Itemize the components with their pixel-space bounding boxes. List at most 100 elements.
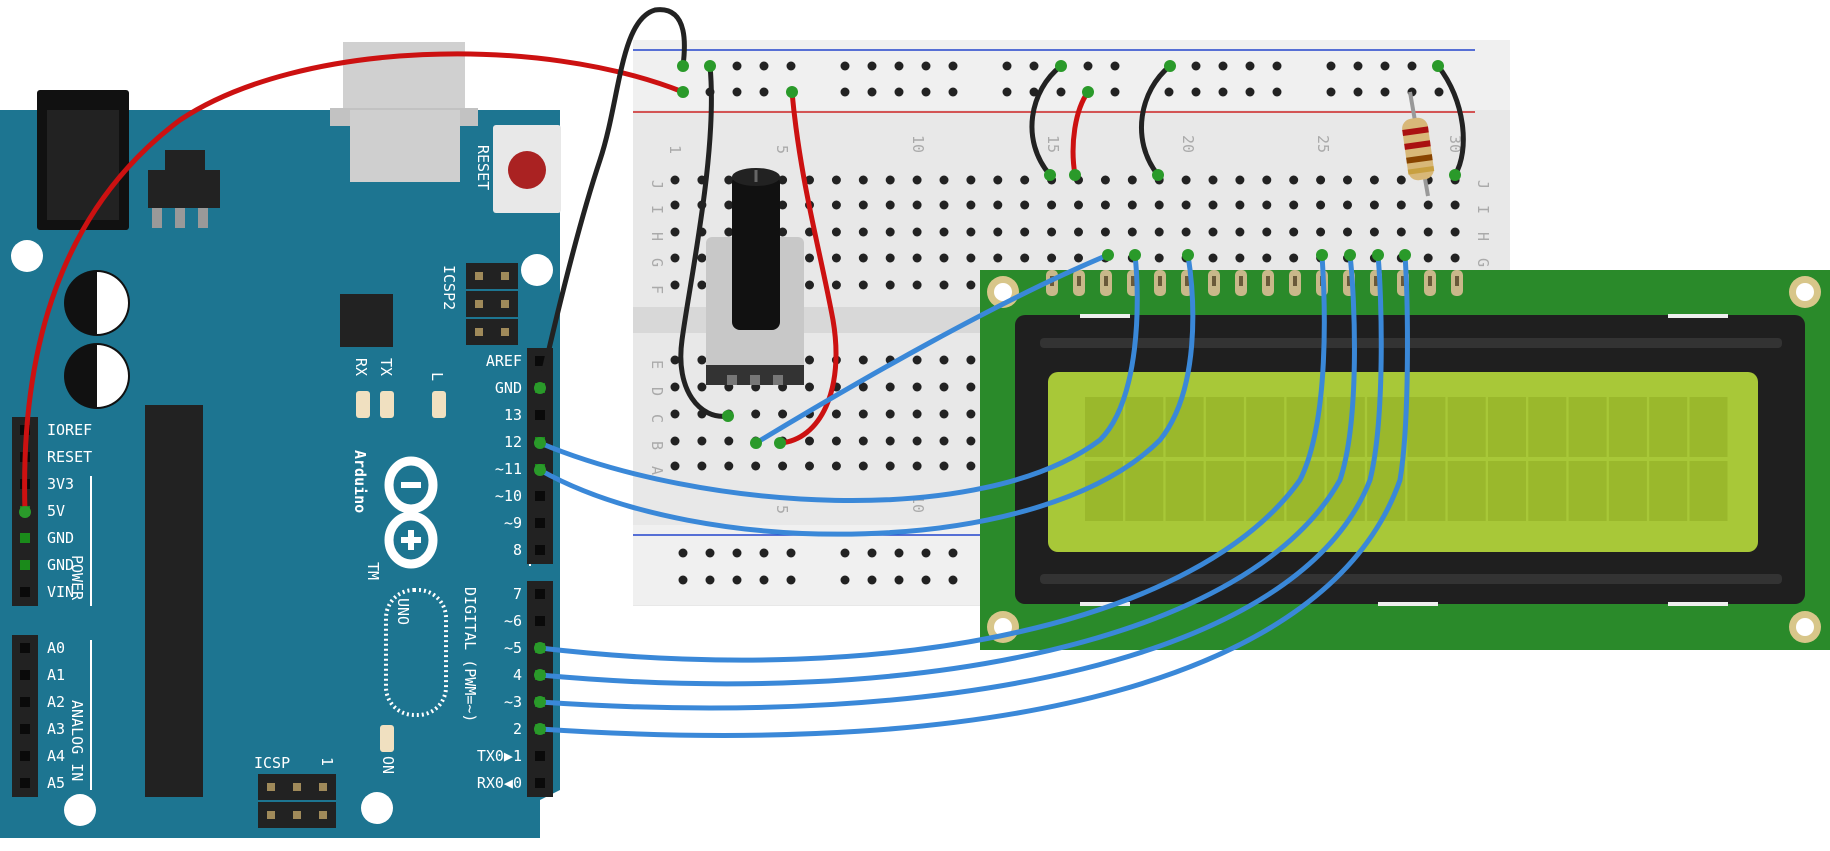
breadboard-hole [885, 253, 895, 263]
wire-pot-ground[interactable] [678, 63, 731, 419]
digital-header-pin-label: 8 [513, 541, 522, 559]
breadboard-hole [912, 409, 922, 419]
wire-lcd-ground[interactable] [1029, 63, 1064, 178]
lcd-pin-slot [1158, 276, 1162, 286]
digital-header-pin[interactable] [535, 616, 545, 626]
reset-label: RESET [474, 145, 492, 190]
breadboard-hole [1316, 175, 1326, 185]
reset-button[interactable] [508, 151, 546, 189]
wire-endpoint [786, 86, 798, 98]
digital-header-pin[interactable] [535, 518, 545, 528]
model-label: UNO [394, 598, 412, 625]
lcd-pin-slot [1347, 276, 1351, 286]
analog-header-housing [12, 635, 38, 797]
breadboard-hole [1369, 227, 1379, 237]
wire-power-5v[interactable] [22, 51, 686, 515]
wire-lcd-rw-ground[interactable] [1138, 63, 1173, 178]
row-label-h: H [648, 232, 666, 241]
digital-header-pin[interactable] [535, 491, 545, 501]
power-header-pin-label: 3V3 [47, 475, 74, 493]
power-header-pin-label: 5V [47, 502, 65, 520]
digital-header-pin[interactable] [535, 778, 545, 788]
row-label-j: J [648, 180, 666, 189]
analog-header-pin[interactable] [20, 670, 30, 680]
rail-hole [1245, 87, 1255, 97]
breadboard-hole [885, 200, 895, 210]
regulator-leg [152, 208, 162, 228]
breadboard-hole [1127, 175, 1137, 185]
wire-pot-power[interactable] [777, 89, 839, 446]
analog-header-pin[interactable] [20, 697, 30, 707]
wire-endpoint [1129, 249, 1141, 261]
analog-header-pin-label: A4 [47, 747, 65, 765]
breadboard-hole [1235, 175, 1245, 185]
wire-d4-pin5[interactable] [537, 252, 1327, 663]
wire-d6-pin3[interactable] [537, 252, 1384, 711]
wire-endpoint [1372, 249, 1384, 261]
icsp-pin-contact [319, 811, 327, 819]
lcd-char-cell [1246, 397, 1285, 457]
power-header-pin[interactable] [20, 587, 30, 597]
breadboard-hole [1020, 227, 1030, 237]
power-header-pin[interactable] [20, 560, 30, 570]
capacitor-bottom-band [97, 345, 128, 407]
digital-header-pin[interactable] [535, 545, 545, 555]
breadboard-hole [751, 409, 761, 419]
breadboard-hole [939, 461, 949, 471]
breadboard-hole [805, 175, 814, 185]
power-header-pin[interactable] [20, 533, 30, 543]
mounting-hole-center [1796, 618, 1814, 636]
digital-header-pin-label: 7 [513, 585, 522, 603]
wire-d5-pin4[interactable] [537, 252, 1357, 687]
digital-header-pin[interactable] [535, 589, 545, 599]
breadboard-hole [831, 227, 841, 237]
lcd-char-cell [1689, 461, 1728, 521]
breadboard-hole [939, 436, 949, 446]
wire-backlight-ground[interactable] [1435, 63, 1466, 178]
lcd-pin-slot [1293, 276, 1297, 286]
rail-hole [867, 87, 877, 97]
analog-header-pin[interactable] [20, 751, 30, 761]
digital-header-pin[interactable] [535, 751, 545, 761]
wire-enable-pin11[interactable] [537, 252, 1196, 537]
wire-pot-wiper[interactable] [753, 252, 1111, 446]
lcd-char-cell [1689, 397, 1728, 457]
lcd-char-cell [1528, 461, 1567, 521]
lcd-pin-slot [1455, 276, 1459, 286]
breadboard-hole [1181, 200, 1191, 210]
potentiometer[interactable] [706, 168, 804, 385]
wire-endpoint [1152, 169, 1164, 181]
analog-header-pin[interactable] [20, 643, 30, 653]
icsp-header [258, 774, 336, 828]
wire-rs-pin12[interactable] [537, 252, 1140, 504]
breadboard-hole [1262, 200, 1272, 210]
breadboard-hole [831, 200, 841, 210]
digital-header-pin[interactable] [535, 356, 545, 366]
lcd-pin-slot [1185, 276, 1189, 286]
wire-d7-pin2[interactable] [537, 252, 1410, 738]
rail-hole [1083, 61, 1093, 71]
lcd-bezel-slot-top [1040, 338, 1782, 348]
potentiometer-knob[interactable] [732, 175, 780, 330]
lcd-char-cell [1246, 461, 1285, 521]
wire-endpoint [534, 642, 546, 654]
potentiometer-pin [773, 375, 783, 385]
analog-header-pin[interactable] [20, 724, 30, 734]
wire-endpoint [774, 437, 786, 449]
wire-lcd-power[interactable] [1070, 89, 1091, 178]
lcd-pin-slot [1401, 276, 1405, 286]
breadboard-hole [805, 461, 814, 471]
digital-header-pin[interactable] [535, 410, 545, 420]
wire-ground-arduino[interactable] [537, 7, 687, 391]
icsp2-pin-contact [501, 328, 509, 336]
potentiometer-pin [727, 375, 737, 385]
breadboard-hole [858, 382, 868, 392]
breadboard-hole [697, 461, 707, 471]
breadboard-hole [1074, 227, 1083, 237]
breadboard-hole [670, 200, 680, 210]
breadboard-hole [939, 355, 949, 365]
wire-endpoint [534, 723, 546, 735]
analog-header-pin[interactable] [20, 778, 30, 788]
breadboard-hole [939, 280, 949, 290]
